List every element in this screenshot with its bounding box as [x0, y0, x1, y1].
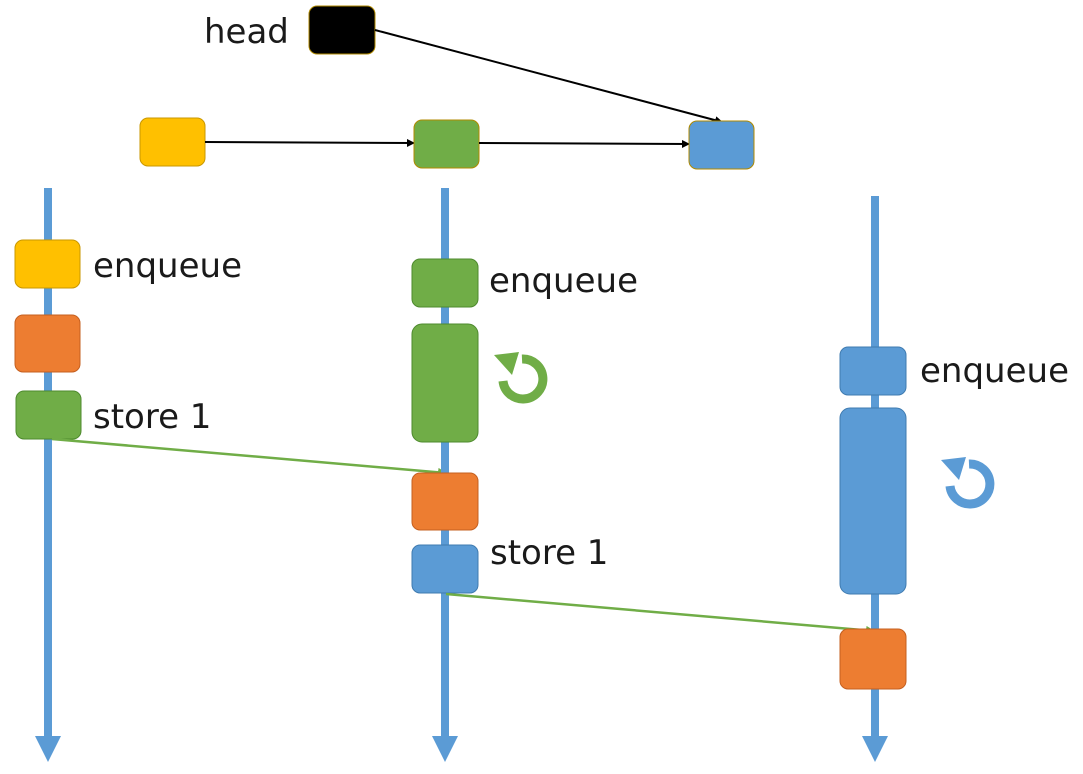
lane-3-retry-block — [839, 407, 907, 595]
store-visibility-arrow-2 — [445, 592, 875, 635]
next-arrow-1 — [204, 138, 415, 147]
lane-2-store-label: store 1 — [490, 533, 608, 573]
lane-1-orange-block — [14, 314, 81, 373]
lane-1-arrowhead — [35, 736, 61, 762]
lane-2-enqueue-label: enqueue — [489, 261, 638, 301]
retry-loop-icon — [941, 457, 995, 509]
lane-3-orange-block — [839, 628, 907, 690]
lane-2: enqueue store 1 — [411, 188, 638, 762]
lane-1-store-block — [15, 390, 82, 440]
lane-3-enqueue-label: enqueue — [920, 351, 1069, 391]
lane-1: enqueue store 1 — [14, 188, 242, 762]
store-visibility-arrow-1 — [51, 437, 447, 477]
retry-loop-icon — [494, 352, 548, 404]
lane-1-enqueue-block — [14, 239, 81, 289]
lane-1-enqueue-label: enqueue — [93, 246, 242, 286]
head-pointer-arrow — [374, 29, 723, 125]
list-node-green — [413, 119, 480, 169]
head-label: head — [204, 12, 289, 52]
top-linked-list: head — [139, 5, 755, 170]
lane-2-retry-block — [411, 323, 479, 443]
next-arrow-2 — [478, 139, 690, 148]
head-pointer-node — [308, 5, 376, 55]
lane-2-arrowhead — [432, 736, 458, 762]
lane-2-orange-block — [411, 472, 479, 531]
lane-3: enqueue — [839, 196, 1069, 762]
list-node-blue — [688, 120, 755, 170]
lane-3-enqueue-block — [839, 346, 907, 396]
list-node-yellow — [139, 117, 206, 167]
lane-2-store-block — [411, 544, 479, 594]
lane-3-arrowhead — [862, 736, 888, 762]
lane-1-store-label: store 1 — [93, 397, 211, 437]
lane-2-enqueue-block — [411, 258, 479, 308]
